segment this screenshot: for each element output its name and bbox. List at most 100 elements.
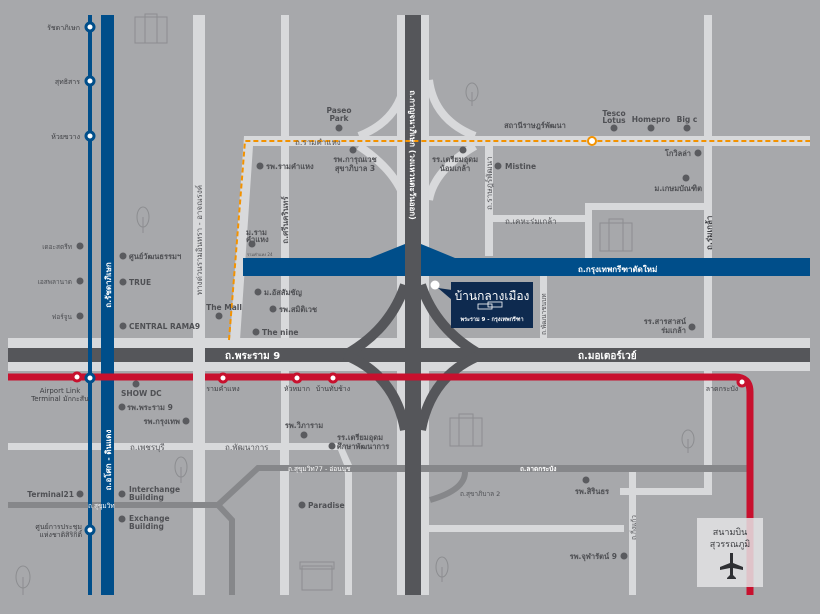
poi-label: สุขาภิบาล 3 xyxy=(335,164,375,173)
road-label-krungthep-kreetha: ถ.กรุงเทพกรีฑาตัดใหม่ xyxy=(578,264,657,275)
mrt-station-label: แห่งชาติสิริกิติ์ xyxy=(39,529,83,539)
road-label-asok-dindaeng: ถ.อโศก - ดินแดง xyxy=(103,430,113,491)
tree-icon xyxy=(15,82,695,595)
mrt-station-label: รัชดาภิเษก xyxy=(47,24,80,32)
road-label-kingkaeo: ถ.กิ่งแก้ว xyxy=(629,515,638,540)
poi-label: รพ.สมิติเวช xyxy=(279,305,317,314)
road-label-ram24: รามคำแหง 24 xyxy=(247,252,273,257)
ratchada-road xyxy=(101,15,114,595)
project-pointer xyxy=(438,288,452,300)
airport-link-station-label: บ้านทับช้าง xyxy=(316,385,350,393)
poi-label: ร่มเกล้า xyxy=(661,326,686,335)
airport-link-station-label: หัวหมาก xyxy=(284,385,310,393)
poi-label: ม.เกษมบัณฑิต xyxy=(654,184,702,193)
road-label-expressway: ทางด่วนรามอินทรา - อาจณรงค์ xyxy=(194,185,204,295)
airplane-icon xyxy=(720,553,743,579)
road-label-ratchada: ถ.รัชดาภิเษก xyxy=(104,262,113,308)
project-subtitle: พระราม 9 - กรุงเทพกรีฑา xyxy=(459,316,523,323)
poi-label: Terminal21 xyxy=(27,490,74,499)
airport-link-station-label: ลาดกระบัง xyxy=(706,385,738,393)
road-label-ramkhamhaeng: ถ.รามคำแหง xyxy=(295,138,341,147)
interchange xyxy=(342,283,484,431)
road-label-motorway: ถ.มอเตอร์เวย์ xyxy=(578,350,637,362)
poi-label: ม.อัสสัมชัญ xyxy=(264,288,302,297)
shop-icon xyxy=(299,561,335,591)
poi-label: รร.สารสาสน์ xyxy=(644,317,687,326)
poi-label: Paseo xyxy=(326,106,351,115)
poi-label: เดอะสตรีท xyxy=(42,243,72,251)
suvarnabhumi-airport: สนามบิน สุวรรณภูมิ xyxy=(697,518,763,587)
airport-link-station-label: รามคำแหง xyxy=(206,385,239,393)
airport-link-station-label: Terminal มักกะสัน xyxy=(30,395,89,403)
krungthep-kreetha-road xyxy=(243,244,810,276)
poi-label: The Mall xyxy=(206,303,242,312)
road-label-romklao: ถ.ร่มเกล้า xyxy=(704,216,714,250)
poi-label: CENTRAL RAMA9 xyxy=(129,322,200,331)
poi-label: คำแหง xyxy=(246,235,269,244)
poi-label: รพ.พระราม 9 xyxy=(127,403,173,412)
project-name: บ้านกลางเมือง xyxy=(455,289,530,303)
orange-line-station-label: สถานีราษฎร์พัฒนา xyxy=(504,121,566,130)
poi-label: Building xyxy=(129,493,164,502)
poi-label: รร.เตรียมอุดม xyxy=(432,155,478,164)
road-label-srinakarin: ถ.ศรีนครินทร์ xyxy=(280,196,290,244)
poi-label: Tesco xyxy=(602,109,625,118)
road-label-kheha-romklao: ถ.เคหะร่มเกล้า xyxy=(505,217,557,226)
airport-link-stations xyxy=(71,371,748,388)
orange-line xyxy=(228,140,810,341)
road-label-ratphatthana: ถ.ราษฎร์พัฒนา xyxy=(484,156,494,210)
mrt-station-label: สุทธิสาร xyxy=(55,78,80,86)
poi-label: รพ.จุฬารัตน์ 9 xyxy=(570,552,617,561)
poi-label: รพ.กรุงเทพ xyxy=(143,417,180,426)
poi-label: Mistine xyxy=(505,162,536,171)
project-logo-icon xyxy=(477,301,503,310)
poi-label: ม.ราม xyxy=(246,228,267,237)
road-label-phatthanakan: ถ.พัฒนาการ xyxy=(225,443,269,452)
poi-label: Park xyxy=(329,114,349,123)
orange-line-station xyxy=(587,136,597,146)
poi-label: รพ.สิรินธร xyxy=(575,487,610,496)
poi-label: รพ.วิภาราม xyxy=(285,421,323,430)
poi-label: เอสพลานาด xyxy=(38,278,72,286)
poi-label: รพ.รามคำแหง xyxy=(266,162,314,171)
rama9-road xyxy=(8,348,193,362)
road-label-rama9: ถ.พระราม 9 xyxy=(225,351,280,362)
mrt-stations xyxy=(84,21,96,536)
poi-label: Lotus xyxy=(602,116,626,125)
airport-link-station-label: Airport Link xyxy=(40,387,81,395)
poi-label: Building xyxy=(129,522,164,531)
project-marker[interactable]: บ้านกลางเมือง พระราม 9 - กรุงเทพกรีฑา xyxy=(430,280,534,329)
road-label-phatthana-chonnabot: ถ.พัฒนาชนบท xyxy=(540,293,548,335)
project-location-dot xyxy=(430,280,440,290)
poi-label: Big c xyxy=(677,115,698,124)
poi-label: Paradise xyxy=(308,501,345,510)
mrt-line xyxy=(88,15,92,595)
airport-label: สนามบิน xyxy=(713,527,748,538)
rama9-road-east xyxy=(205,348,810,362)
airport-label: สุวรรณภูมิ xyxy=(710,539,750,550)
road-label-kanchanaphisek: ถ.กาญจนาภิเษก (วงแหวนตะวันออก) xyxy=(407,90,417,220)
poi-markers xyxy=(76,124,702,560)
poi-label: TRUE xyxy=(129,278,151,287)
mrt-station-label: ห้วยขวาง xyxy=(51,133,80,141)
poi-label: โกวิลล่า xyxy=(664,148,691,158)
poi-label: รร.เตรียมอุดม xyxy=(337,433,383,442)
poi-label: Exchange xyxy=(129,514,170,523)
building-icon xyxy=(134,13,633,447)
poi-label: ศึกษาพัฒนาการ xyxy=(337,442,391,451)
poi-label: น้อมเกล้า xyxy=(440,164,471,173)
road-label-sukhaphiban2: ถ.สุขาภิบาล 2 xyxy=(460,490,500,498)
road-label-sukhumvit77: ถ.สุขุมวิท77 - อ่อนนุช xyxy=(288,465,351,473)
poi-label: SHOW DC xyxy=(121,389,162,398)
poi-label: ฟอร์จูน xyxy=(52,313,73,321)
poi-label: The nine xyxy=(262,328,299,337)
poi-label: รพ.การุณเวช xyxy=(333,155,376,164)
mrt-station-label: ศูนย์การประชุม xyxy=(35,523,82,531)
road-label-sukhumvit: ถ.สุขุมวิท xyxy=(88,502,115,510)
poi-labels: เดอะสตรีท เอสพลานาด ฟอร์จูน ศูนย์วัฒนธรร… xyxy=(27,106,702,561)
poi-label: Homepro xyxy=(632,115,671,124)
kanchanaphisek-expressway xyxy=(405,15,421,595)
road-label-latkrabang: ถ.ลาดกระบัง xyxy=(520,465,556,473)
poi-label: Interchange xyxy=(129,485,180,494)
